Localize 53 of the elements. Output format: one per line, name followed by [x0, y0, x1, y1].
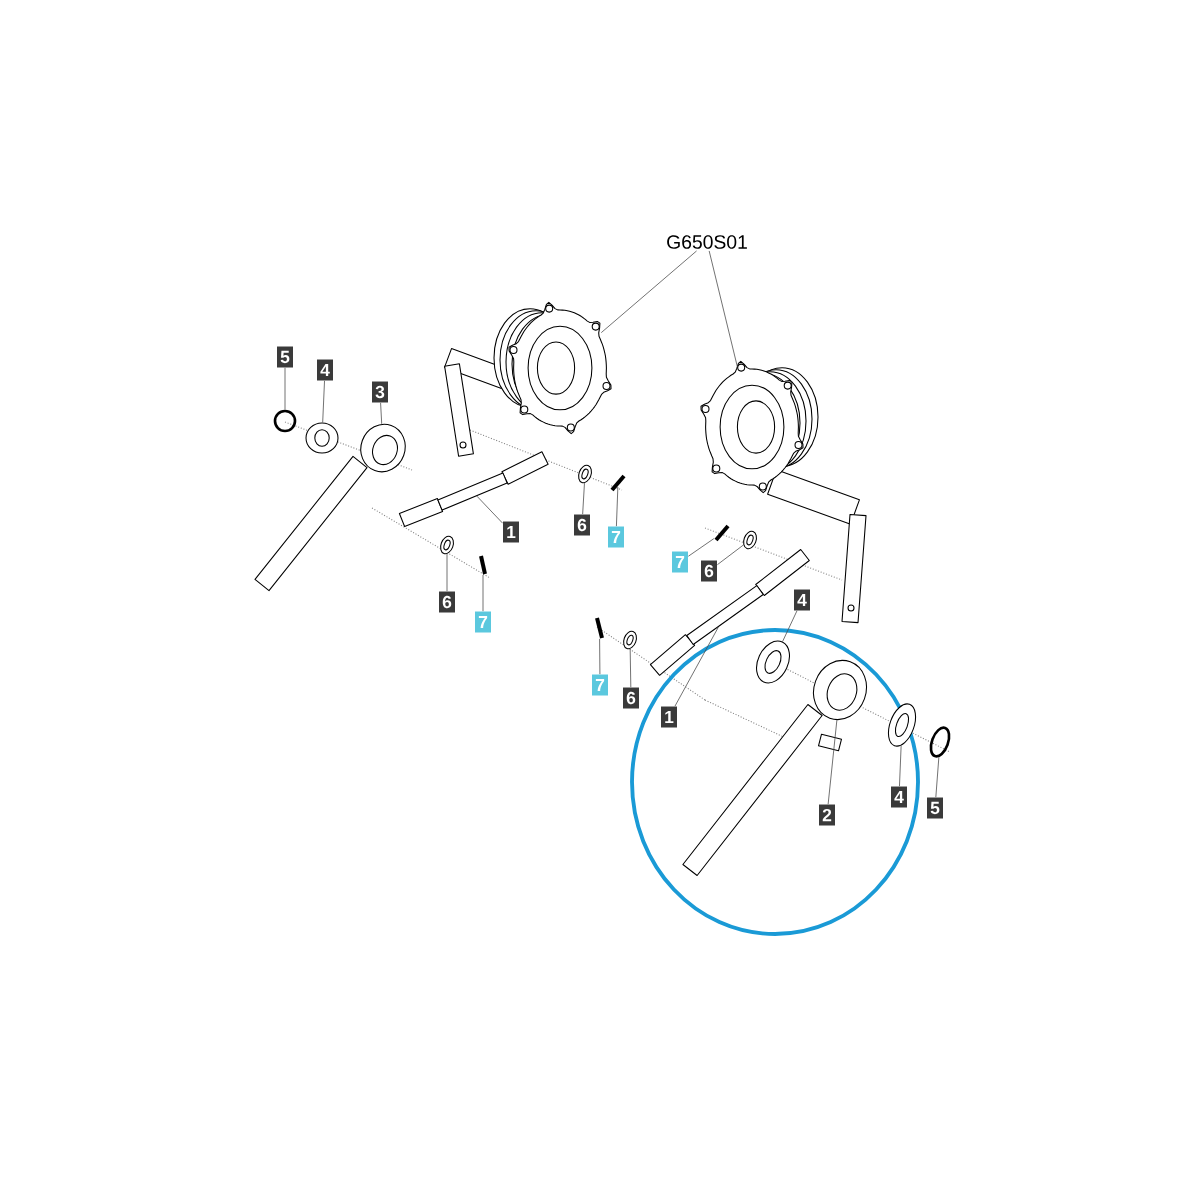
hub-drawing: [700, 360, 819, 494]
callout-number: 6: [574, 514, 590, 536]
callout-number: 4: [317, 359, 333, 381]
lever-drawing: [254, 423, 406, 592]
leader-line: [482, 574, 484, 612]
leader-line: [629, 648, 632, 688]
leader-line: [380, 402, 383, 425]
leader-line: [687, 538, 715, 557]
callout-number: 4: [891, 786, 907, 808]
leader-line: [782, 610, 798, 642]
leader-line: [899, 745, 902, 787]
callout-number: 6: [439, 591, 455, 613]
pin: [610, 474, 626, 492]
callout-number: 5: [927, 797, 943, 819]
callout-number: 5: [277, 346, 293, 368]
leader-line: [674, 626, 719, 707]
part-code-label: G650S01: [667, 235, 747, 249]
callout-number: 3: [372, 381, 388, 403]
leader-line: [476, 495, 504, 524]
callout-number: 1: [661, 706, 677, 728]
callout-number: 1: [503, 521, 519, 543]
lever-drawing: [682, 659, 868, 877]
pin: [714, 524, 730, 542]
washer: [756, 640, 790, 684]
leader-line: [284, 367, 286, 411]
rod-drawing: [398, 451, 549, 528]
washer: [305, 422, 339, 454]
callout-number: 7: [608, 526, 624, 548]
leader-line: [935, 756, 940, 798]
washer: [578, 464, 592, 484]
pin: [595, 617, 604, 639]
leader-line: [600, 250, 697, 334]
callout-number: 6: [623, 687, 639, 709]
washer: [623, 630, 637, 650]
leader-line: [827, 719, 838, 805]
callout-number: 2: [819, 804, 835, 826]
pin: [479, 555, 487, 575]
circlip: [273, 409, 297, 433]
rod-drawing: [649, 549, 810, 676]
washer: [743, 530, 757, 550]
leader-line: [616, 486, 619, 527]
hub-drawing: [493, 301, 612, 435]
leader-line: [446, 553, 448, 592]
leader-line: [716, 544, 744, 566]
leader-line: [582, 482, 585, 515]
circlip: [929, 726, 951, 758]
callout-number: 7: [475, 611, 491, 633]
washer: [887, 703, 917, 747]
leader-line: [322, 380, 325, 423]
washer: [440, 535, 454, 555]
callout-number: 7: [592, 674, 608, 696]
leader-line: [708, 250, 738, 368]
leader-line: [599, 638, 601, 675]
